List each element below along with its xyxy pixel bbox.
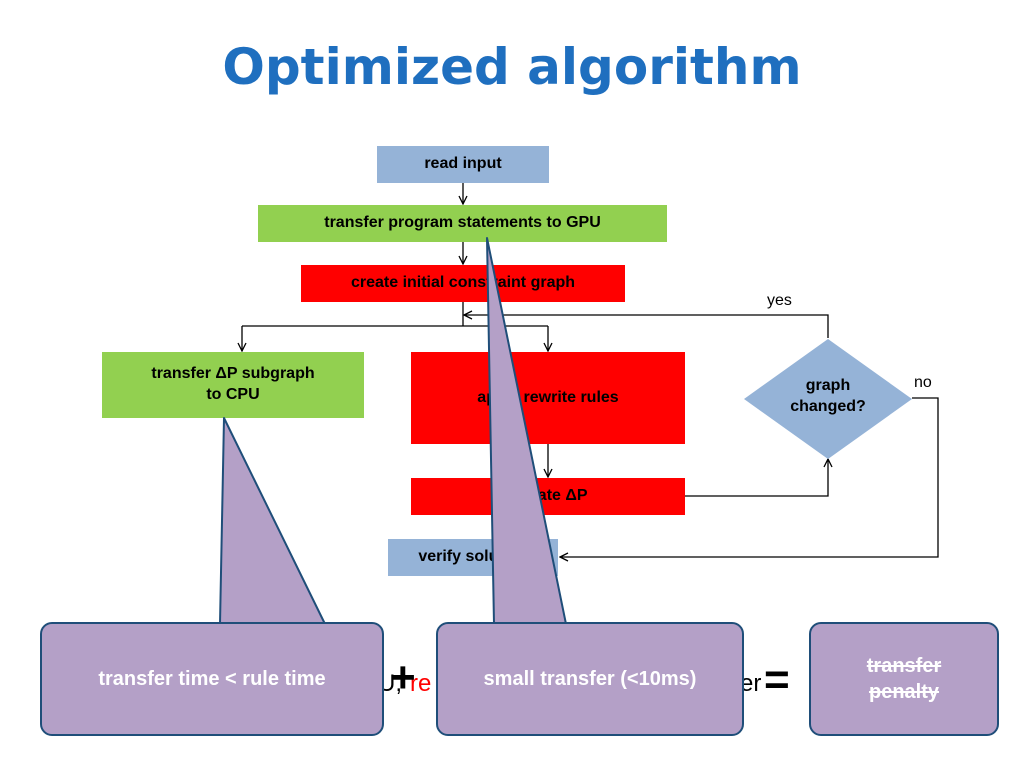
- transfer-statements-label: transfer program statements to GPU: [324, 214, 601, 232]
- bottom-text-red: re: [410, 670, 432, 697]
- callout-transfer-penalty: transfer penalty: [809, 622, 999, 736]
- read-input-label: read input: [424, 155, 502, 173]
- create-graph-box: create initial constraint graph: [301, 265, 625, 302]
- transfer-statements-box: transfer program statements to GPU: [258, 205, 667, 242]
- callout-penalty-line-1: transfer: [866, 655, 942, 677]
- create-graph-label: create initial constraint graph: [350, 274, 576, 292]
- transfer-dp-label-2: to CPU: [206, 386, 260, 403]
- callout-transfer-time: transfer time < rule time: [40, 622, 384, 736]
- graph-changed-label-2: changed?: [790, 397, 866, 415]
- yes-label: yes: [767, 292, 792, 309]
- graph-changed-text: graph changed?: [772, 376, 884, 418]
- callout-transfer-time-text: transfer time < rule time: [98, 667, 326, 690]
- update-dp-box: update ΔP: [411, 478, 685, 515]
- apply-rules-box: apply rewrite rules: [411, 352, 685, 444]
- callout-small-transfer-text: small transfer (<10ms): [483, 667, 697, 690]
- graph-changed-diamond: [744, 339, 912, 459]
- bottom-text-right: er: [740, 670, 762, 697]
- graph-changed-label-1: graph: [805, 377, 851, 394]
- transfer-dp-label-1: transfer ΔP subgraph: [151, 365, 315, 383]
- read-input-box: read input: [377, 146, 549, 183]
- equals-sign: =: [764, 655, 790, 704]
- slide-title: Optimized algorithm: [222, 38, 802, 96]
- callout-penalty-line-2: penalty: [868, 681, 940, 703]
- plus-sign: +: [390, 653, 416, 702]
- callout-small-transfer: small transfer (<10ms): [436, 622, 744, 736]
- transfer-dp-box: transfer ΔP subgraph to CPU: [102, 352, 364, 418]
- no-label: no: [914, 374, 932, 391]
